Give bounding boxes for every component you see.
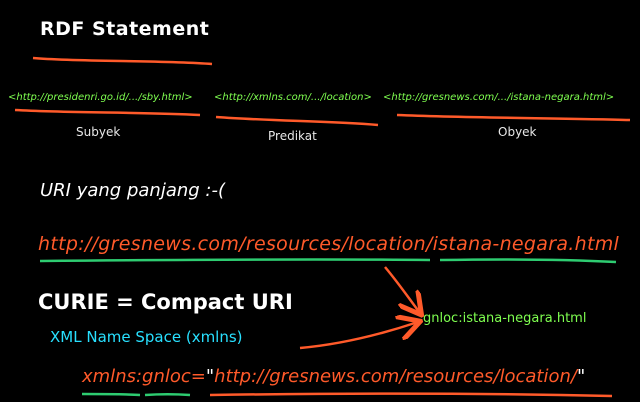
declaration-prefix: xmlns:gnloc= xyxy=(82,366,206,387)
declaration-uri-underline xyxy=(209,392,613,398)
predicate-label: Predikat xyxy=(268,129,317,143)
xmlns-label: XML Name Space (xmlns) xyxy=(50,328,243,346)
predicate-uri: <http://xmlns.com/.../location> xyxy=(214,92,372,103)
long-uri: http://gresnews.com/resources/location/i… xyxy=(38,233,620,255)
curie-heading: CURIE = Compact URI xyxy=(38,290,293,314)
title-underline xyxy=(32,56,213,66)
declaration-close-quote: " xyxy=(576,366,586,387)
object-uri: <http://gresnews.com/.../istana-negara.h… xyxy=(383,92,615,103)
subject-underline xyxy=(14,108,201,117)
object-underline xyxy=(396,113,631,122)
curie-arrow xyxy=(384,266,420,313)
declaration-open-quote: " xyxy=(205,366,215,387)
declaration-uri: http://gresnews.com/resources/location/ xyxy=(214,366,577,387)
subject-label: Subyek xyxy=(76,125,121,139)
object-label: Obyek xyxy=(498,125,537,139)
long-uri-heading: URI yang panjang :-( xyxy=(40,180,225,201)
predicate-underline xyxy=(215,115,379,127)
subject-uri: <http://presidenri.go.id/.../sby.html> xyxy=(8,92,193,103)
long-uri-prefix-underline xyxy=(39,258,431,263)
long-uri-local-underline xyxy=(439,258,617,264)
namespace-declaration: xmlns:gnloc="http://gresnews.com/resourc… xyxy=(82,368,585,386)
slide-title: RDF Statement xyxy=(40,18,210,40)
compact-uri: gnloc:istana-negara.html xyxy=(423,311,587,326)
declaration-arrow xyxy=(299,322,418,350)
xmlns-underline xyxy=(81,392,141,397)
gnloc-underline xyxy=(144,393,191,397)
